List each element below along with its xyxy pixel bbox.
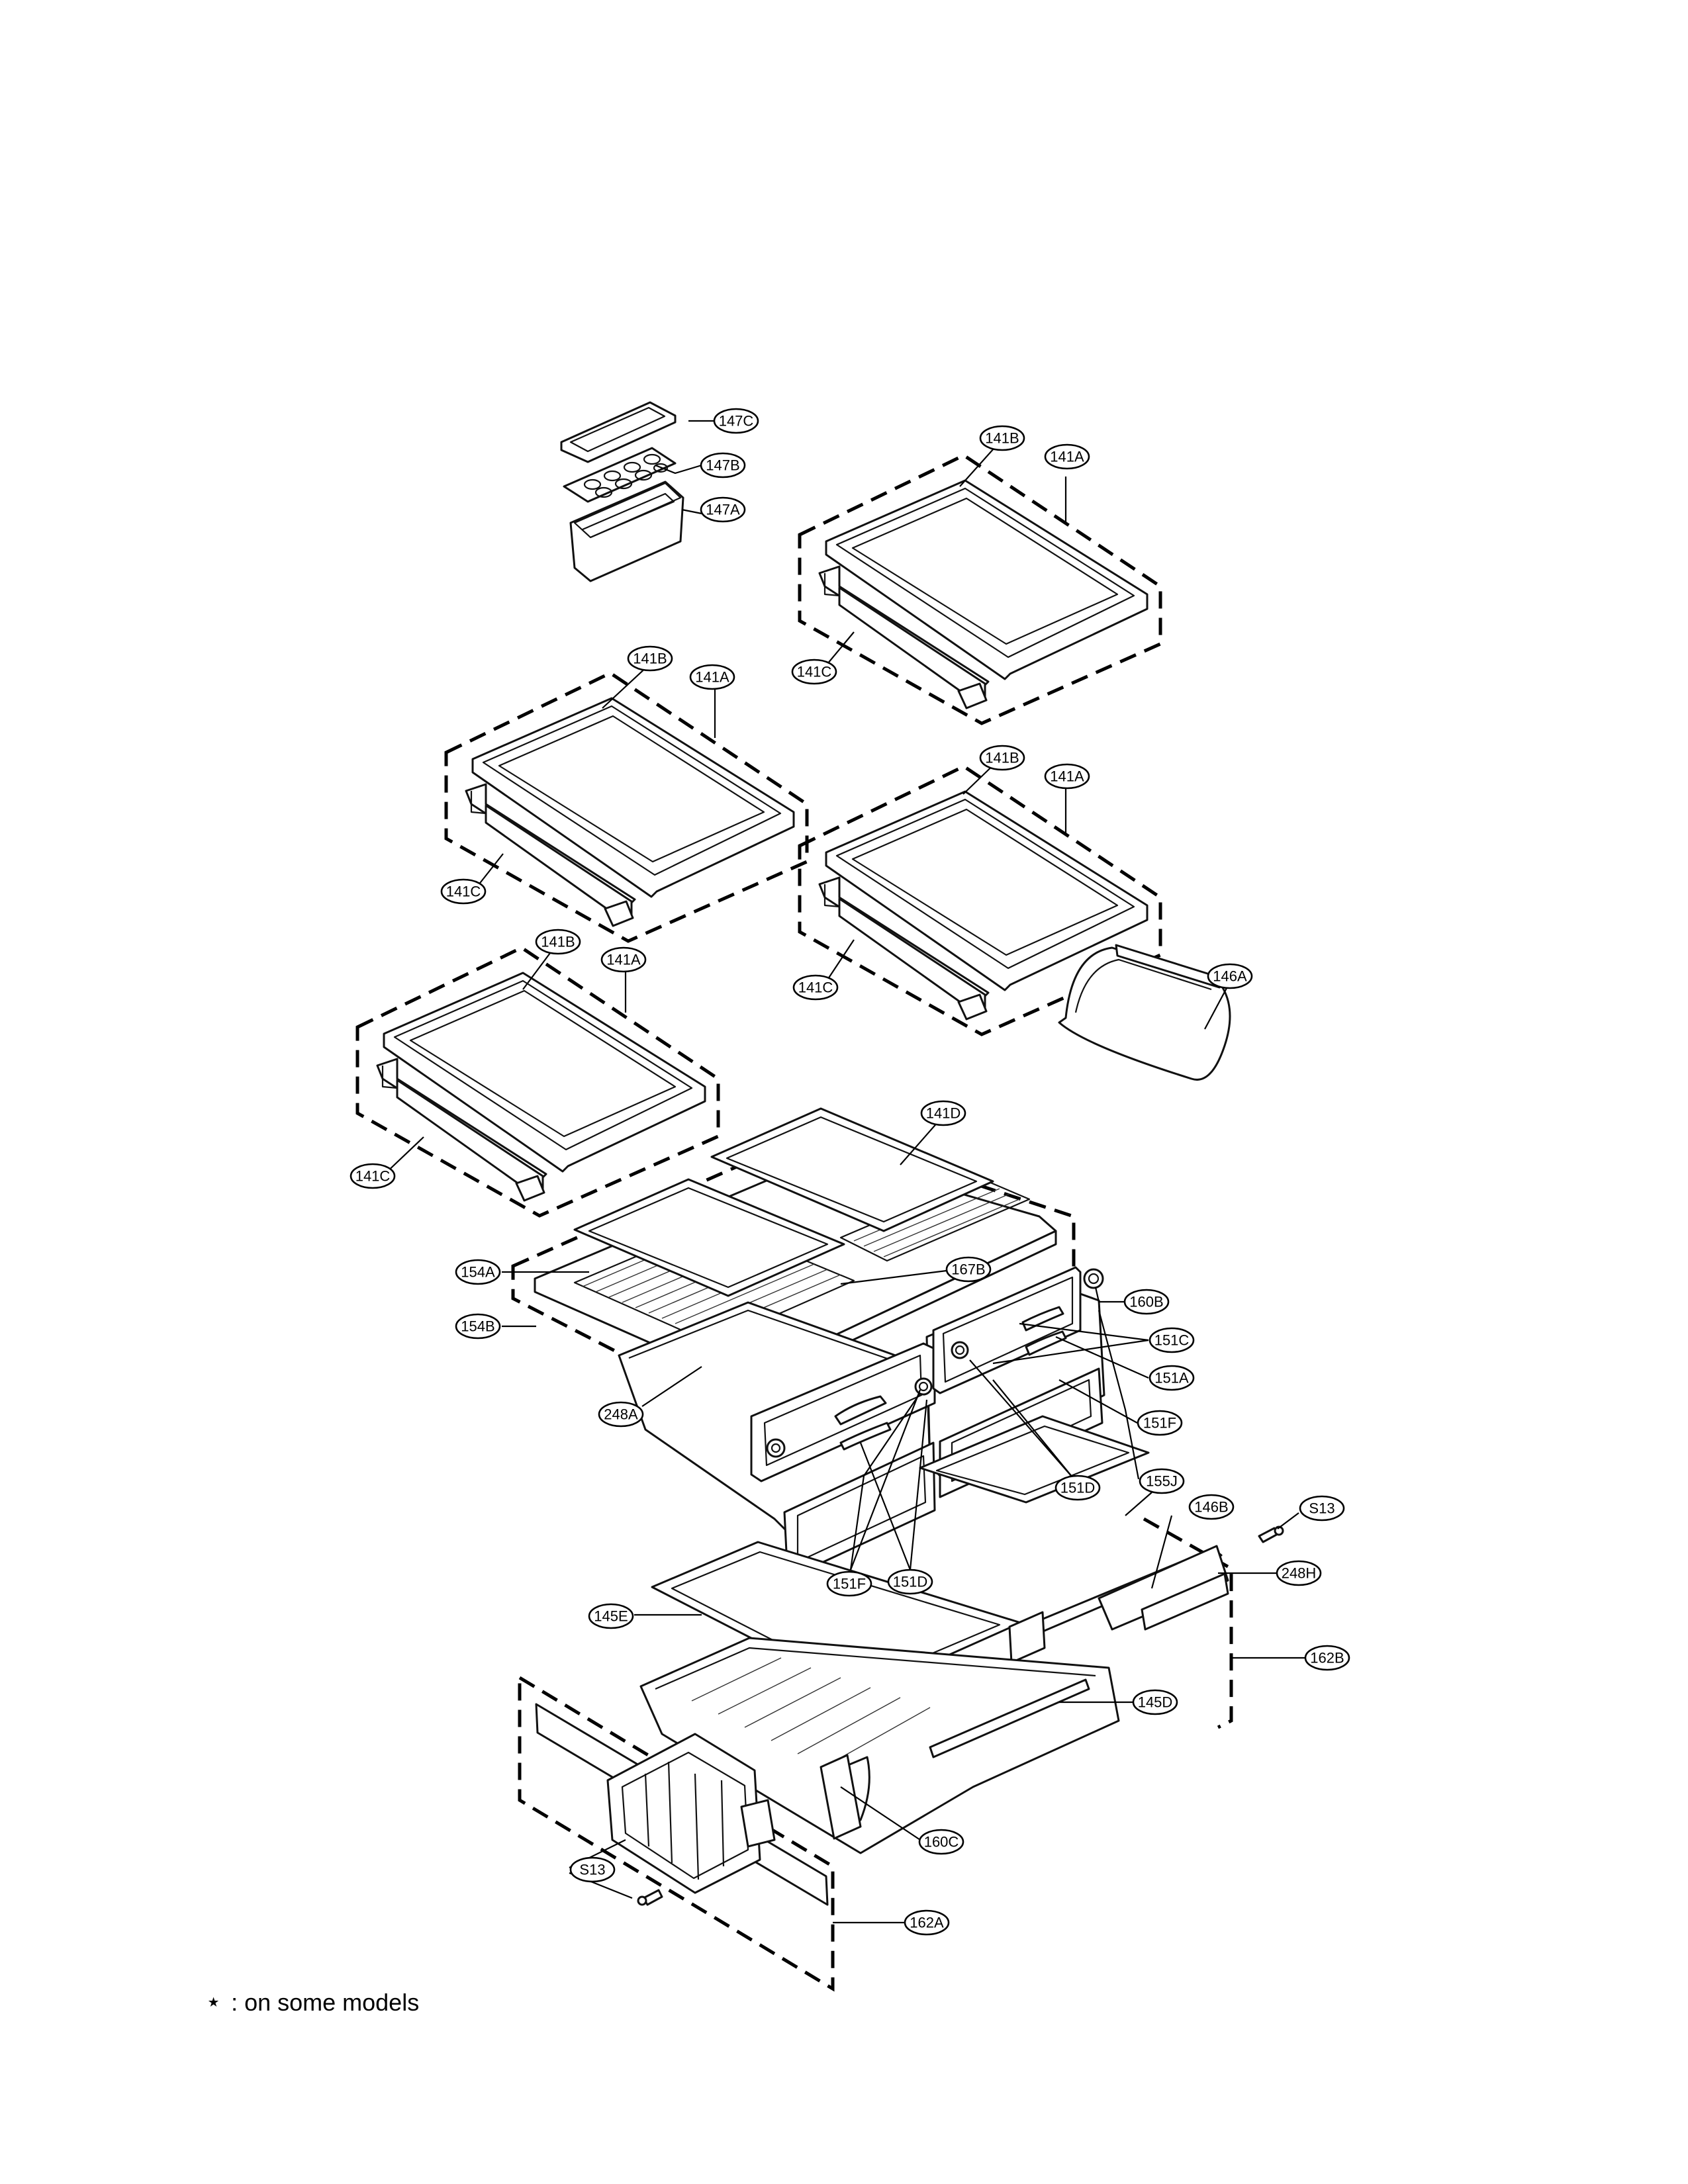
shelf-assembly-upper-right — [800, 455, 1160, 723]
callout-label: 151A — [1154, 1370, 1189, 1387]
screw-s13-left — [637, 1889, 663, 1906]
callout-label: 154A — [461, 1264, 495, 1281]
callout-155j: 155J — [1139, 1468, 1185, 1494]
callout-label: 155J — [1146, 1473, 1178, 1490]
callout-151a: 151A — [1149, 1365, 1195, 1391]
callout-141c-4: 141C — [350, 1163, 396, 1189]
callout-label: 141B — [985, 430, 1019, 447]
callout-147a: 147A — [700, 496, 746, 523]
callout-167b: 167B — [945, 1256, 992, 1283]
pantry-drawer-assembly — [639, 1415, 1233, 1854]
footnote-text: : on some models — [231, 1989, 420, 2016]
callout-154a: 154A — [455, 1259, 501, 1285]
callout-s13-1: S13 — [1299, 1495, 1345, 1522]
callout-248h: 248H — [1276, 1560, 1322, 1586]
callout-label: 151D — [1060, 1480, 1096, 1496]
callout-141a-1: 141A — [1044, 443, 1090, 470]
callout-160b: 160B — [1123, 1289, 1170, 1315]
callout-label: 154B — [461, 1318, 494, 1335]
callout-141c-3: 141C — [792, 974, 839, 1001]
callout-label: 141A — [1050, 449, 1084, 465]
callout-141a-4: 141A — [600, 946, 647, 973]
callout-160c: 160C — [918, 1829, 964, 1855]
callout-label: 141A — [1050, 768, 1084, 785]
callout-248a: 248A — [598, 1401, 644, 1428]
callout-label: 151C — [1154, 1332, 1190, 1349]
callout-label: 141C — [446, 884, 481, 900]
screw-s13-right — [1258, 1525, 1284, 1543]
callout-label: 151D — [893, 1574, 928, 1590]
shelf-assembly-lower-left — [357, 948, 718, 1216]
callout-141b-2: 141B — [627, 645, 673, 672]
callout-label: 141A — [695, 669, 729, 686]
callout-label: 141C — [797, 664, 832, 680]
callout-label: 151F — [833, 1576, 866, 1592]
callout-label: S13 — [579, 1862, 605, 1878]
footnote-symbol: ⋆ — [205, 1987, 222, 2017]
callout-141c-1: 141C — [791, 659, 837, 685]
callout-151f-2: 151F — [826, 1570, 872, 1597]
callout-147c: 147C — [713, 408, 759, 434]
callout-label: 248A — [604, 1406, 638, 1423]
callout-141b-4: 141B — [535, 929, 581, 955]
callout-label: 147C — [719, 413, 754, 430]
callout-146b: 146B — [1188, 1494, 1235, 1520]
callout-label: 141A — [606, 952, 641, 968]
callout-label: 147B — [706, 457, 739, 474]
callout-146a: 146A — [1207, 963, 1253, 989]
callout-s13-2: S13 — [569, 1856, 616, 1883]
callout-label: S13 — [1309, 1500, 1335, 1517]
callout-label: 248H — [1282, 1565, 1317, 1582]
callout-label: 167B — [951, 1261, 985, 1278]
callout-154b: 154B — [455, 1313, 501, 1340]
callout-141b-1: 141B — [979, 425, 1025, 451]
front-cover-assembly-162a — [518, 1674, 835, 1992]
callout-141b-3: 141B — [979, 745, 1025, 771]
callout-label: 145D — [1138, 1694, 1173, 1711]
callout-162a: 162A — [904, 1909, 950, 1936]
callout-label: 162B — [1310, 1650, 1344, 1666]
callout-label: 141B — [985, 750, 1019, 766]
callout-label: 141B — [633, 651, 667, 667]
callout-label: 141D — [926, 1105, 961, 1122]
shelf-guard-146a — [1058, 944, 1231, 1081]
callout-label: 146B — [1194, 1499, 1228, 1516]
callout-141a-3: 141A — [1044, 763, 1090, 790]
callout-label: 151F — [1143, 1415, 1176, 1432]
callout-151d-2: 151D — [887, 1569, 933, 1595]
callout-141a-2: 141A — [689, 664, 735, 690]
callout-141d: 141D — [920, 1100, 966, 1126]
callout-151f-1: 151F — [1137, 1410, 1183, 1436]
egg-tray-assembly — [560, 401, 684, 582]
callout-label: 141B — [541, 934, 575, 950]
callout-141c-2: 141C — [440, 878, 487, 905]
callout-label: 160C — [924, 1834, 959, 1850]
callout-151d-1: 151D — [1055, 1475, 1101, 1501]
callout-label: 145E — [594, 1608, 628, 1625]
shelf-assembly-mid-left — [446, 673, 807, 941]
callout-label: 141C — [798, 979, 833, 996]
callout-147b: 147B — [700, 452, 746, 478]
callout-label: 141C — [355, 1168, 391, 1185]
callout-145d: 145D — [1132, 1689, 1178, 1715]
footnote: ⋆ : on some models — [205, 1987, 419, 2017]
callout-label: 160B — [1129, 1294, 1163, 1310]
callout-162b: 162B — [1304, 1645, 1350, 1671]
callout-145e: 145E — [588, 1603, 634, 1629]
callout-151c: 151C — [1149, 1327, 1195, 1353]
callout-label: 147A — [706, 502, 740, 518]
callout-label: 146A — [1213, 968, 1247, 985]
callout-label: 162A — [910, 1915, 944, 1931]
